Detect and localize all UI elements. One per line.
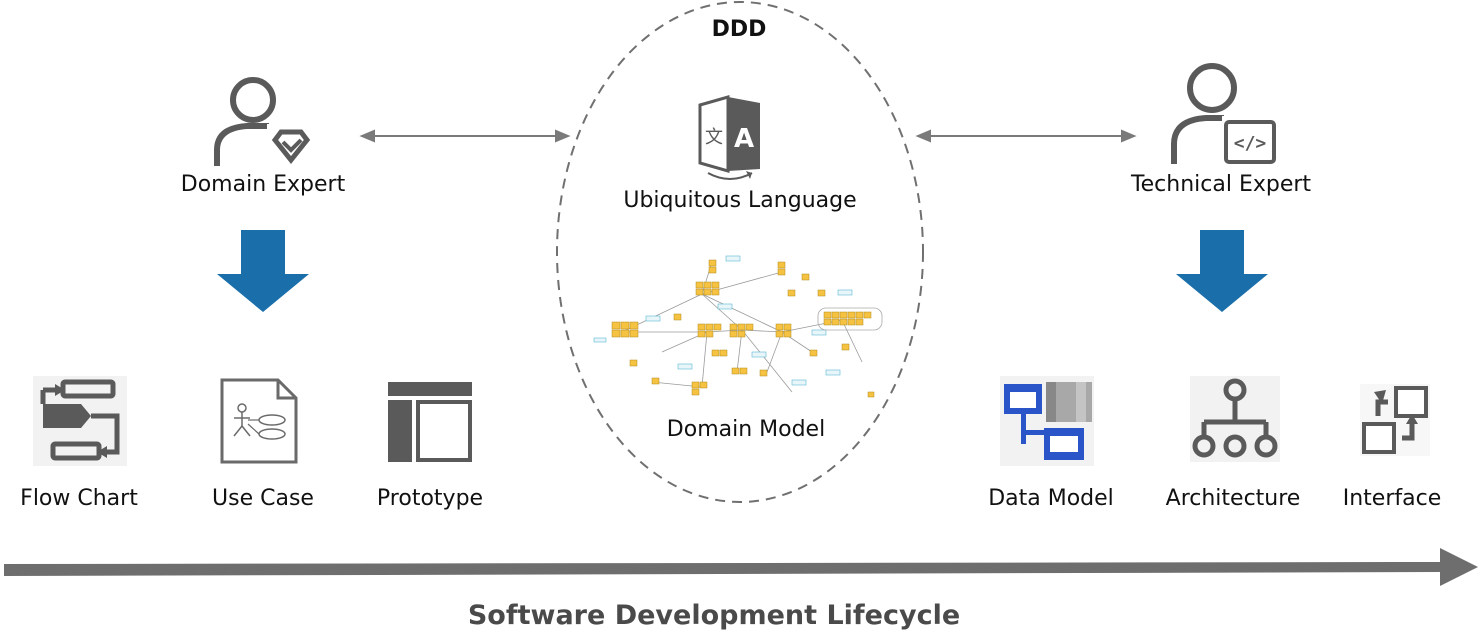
- prototype-icon: [388, 382, 472, 462]
- svg-text:</>: </>: [1234, 133, 1267, 154]
- interface-icon: [1360, 384, 1430, 456]
- flow-chart-icon: [33, 376, 127, 466]
- architecture-icon: [1190, 376, 1280, 462]
- domain-model-thumbnail: [593, 255, 883, 398]
- domain-expert-label: Domain Expert: [180, 172, 346, 197]
- architecture-label: Architecture: [1165, 486, 1301, 511]
- use-case-icon: [220, 378, 298, 464]
- domain-expert-ddd-link: [359, 129, 571, 143]
- technical-expert-label: Technical Expert: [1130, 172, 1312, 197]
- data-model-label: Data Model: [988, 486, 1114, 511]
- flow-chart-label: Flow Chart: [20, 486, 138, 511]
- domain-expert-down-arrow: [217, 230, 309, 312]
- lifecycle-label: Software Development Lifecycle: [467, 600, 961, 631]
- domain-model-label: Domain Model: [666, 417, 826, 442]
- lifecycle-arrow: [4, 548, 1478, 586]
- user-diamond-icon: [214, 77, 313, 166]
- technical-expert-ddd-link: [915, 129, 1137, 143]
- interface-label: Interface: [1342, 486, 1442, 511]
- prototype-label: Prototype: [376, 486, 484, 511]
- ubiquitous-language-label: Ubiquitous Language: [623, 188, 857, 213]
- user-code-icon: </>: [1171, 63, 1278, 164]
- use-case-label: Use Case: [212, 486, 314, 511]
- data-model-icon: [1000, 376, 1094, 466]
- ddd-title: DDD: [711, 17, 767, 42]
- svg-text:A: A: [734, 124, 754, 154]
- technical-expert-down-arrow: [1176, 230, 1268, 312]
- svg-text:文: 文: [705, 127, 723, 148]
- translate-icon: A 文: [698, 95, 760, 180]
